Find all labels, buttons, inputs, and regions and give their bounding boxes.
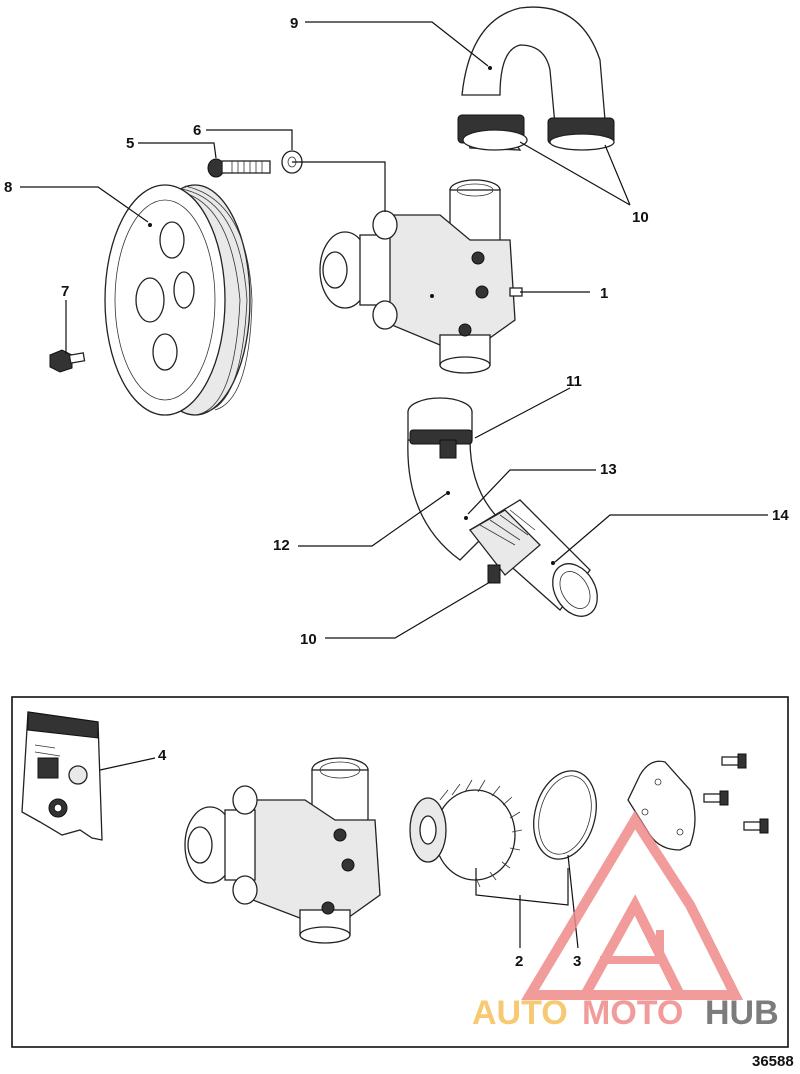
callout-4: 4 (158, 747, 167, 764)
callout-14: 14 (772, 507, 789, 524)
part-9-elbow-hose (457, 6, 615, 151)
part-14-fitting (468, 499, 598, 617)
watermark-moto: MOTO (582, 994, 683, 1032)
callout-12: 12 (273, 537, 290, 554)
watermark-logo: AUTO MOTO HUB (472, 810, 779, 1032)
part-2-impeller (409, 779, 569, 906)
callout-3: 3 (573, 953, 581, 970)
callout-6: 6 (193, 122, 201, 139)
part-7-bolt (49, 349, 86, 373)
part-3-o-ring (533, 770, 597, 860)
watermark-triangle (521, 810, 744, 1000)
callout-7: 7 (61, 283, 69, 300)
callout-1: 1 (600, 285, 608, 302)
cover-screws (703, 753, 769, 834)
callout-9: 9 (290, 15, 298, 32)
callout-13: 13 (600, 461, 617, 478)
callout-5: 5 (126, 135, 134, 152)
callout-10-bottom: 10 (300, 631, 317, 648)
figure-number: 36588 (752, 1053, 794, 1070)
callout-labels: 9 10 5 6 8 7 1 11 13 12 14 10 4 2 3 (4, 15, 789, 970)
kit-frame (11, 696, 789, 1048)
part-4-repair-kit-bag (21, 711, 103, 841)
pump-cover-plate (627, 760, 696, 851)
watermark-auto: AUTO (472, 994, 568, 1032)
callout-2: 2 (515, 953, 523, 970)
watermark-hub: HUB (705, 994, 779, 1032)
callout-10-top: 10 (632, 209, 649, 226)
leader-lines (20, 21, 768, 949)
part-1-water-pump (319, 179, 523, 374)
part-8-pulley (104, 184, 253, 416)
callout-8: 8 (4, 179, 12, 196)
kit-water-pump (184, 757, 381, 944)
part-5-bolt (207, 158, 271, 178)
callout-11: 11 (566, 373, 582, 390)
